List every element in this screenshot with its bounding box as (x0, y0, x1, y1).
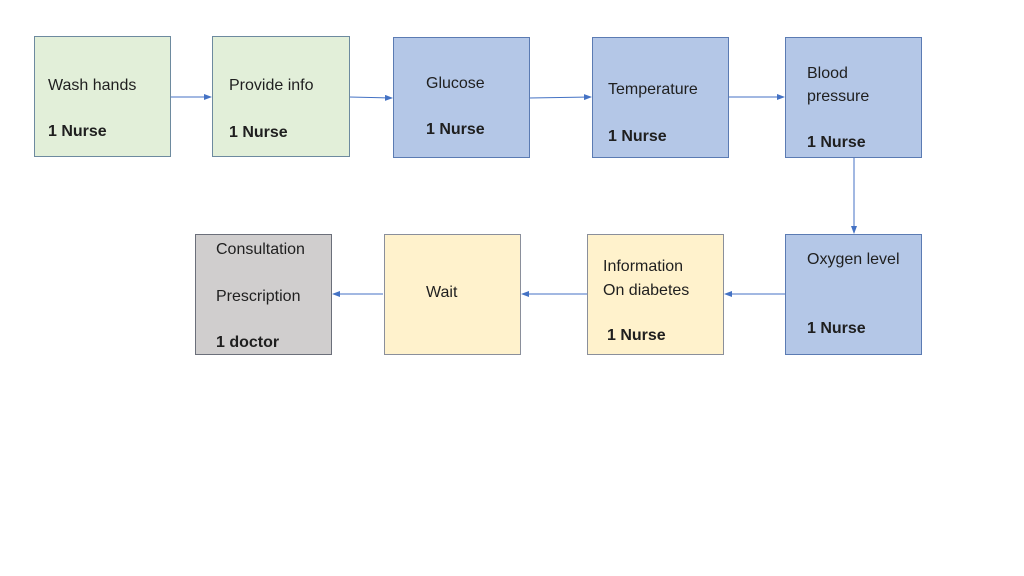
step-glucose: Glucose 1 Nurse (393, 37, 530, 158)
step-staff: 1 Nurse (807, 134, 866, 151)
step-staff: 1 Nurse (608, 128, 667, 145)
step-staff: 1 Nurse (426, 121, 485, 138)
step-label-line1: Information (603, 258, 684, 275)
step-consultation-prescription: Consultation Prescription 1 doctor (195, 234, 332, 355)
arrow-provide-to-glucose (348, 94, 393, 101)
step-label: Wash hands (48, 77, 137, 94)
step-temperature: Temperature 1 Nurse (592, 37, 729, 158)
step-information-on-diabetes: Information On diabetes 1 Nurse (587, 234, 724, 355)
step-label-line1: Blood (807, 65, 848, 82)
step-staff: 1 Nurse (48, 123, 107, 140)
step-wash-hands: Wash hands 1 Nurse (34, 36, 171, 157)
step-label: Glucose (426, 75, 485, 92)
step-label-line2: pressure (807, 88, 870, 105)
step-label-line2: On diabetes (603, 282, 690, 299)
step-label: Temperature (608, 81, 698, 98)
step-provide-info: Provide info 1 Nurse (212, 36, 350, 157)
step-wait: Wait (384, 234, 521, 355)
step-label-line2: Prescription (216, 288, 301, 305)
step-blood-pressure: Blood pressure 1 Nurse (785, 37, 922, 158)
step-oxygen-level: Oxygen level 1 Nurse (785, 234, 922, 355)
step-staff: 1 Nurse (607, 327, 666, 344)
arrow-glucose-to-temperature (528, 94, 592, 101)
step-label: Wait (426, 284, 458, 301)
step-staff: 1 Nurse (229, 124, 288, 141)
step-staff: 1 doctor (216, 334, 280, 351)
step-label: Oxygen level (807, 251, 900, 268)
step-staff: 1 Nurse (807, 320, 866, 337)
step-label: Provide info (229, 77, 314, 94)
step-label-line1: Consultation (216, 241, 305, 258)
